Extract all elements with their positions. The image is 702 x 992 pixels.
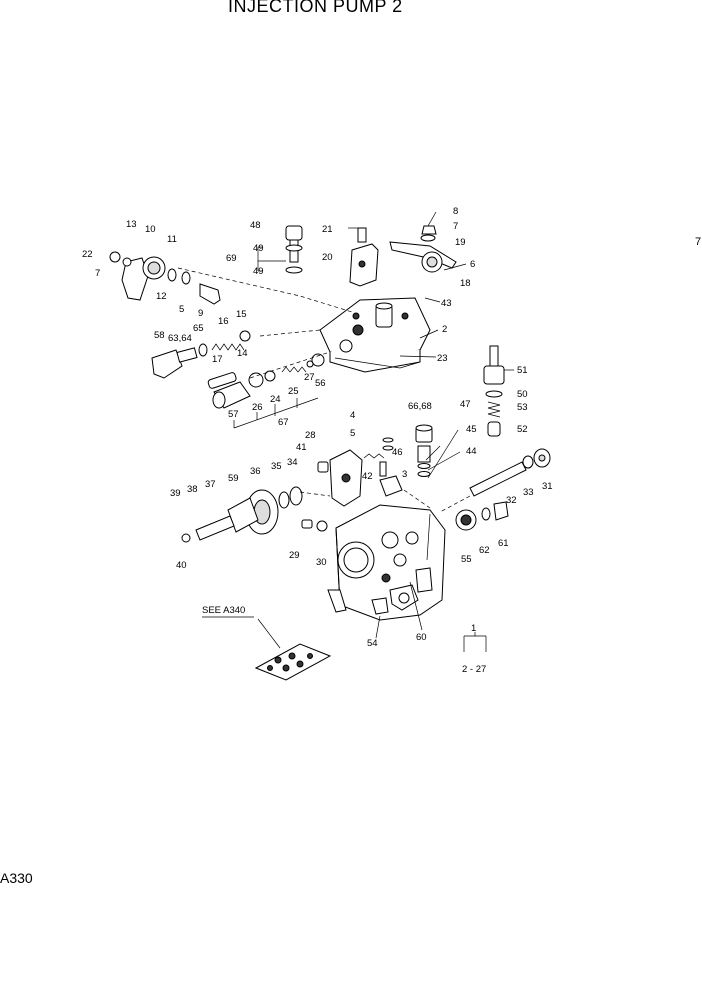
stop-lever-bracket — [349, 227, 379, 287]
callout-41: 41 — [296, 442, 307, 453]
callout-52: 52 — [517, 424, 528, 435]
callout-60: 60 — [416, 632, 427, 643]
governor-lever-group — [109, 251, 221, 305]
control-lever — [389, 225, 457, 273]
callout-38: 38 — [187, 484, 198, 495]
callout-5b: 5 — [350, 428, 355, 439]
delivery-valve-group — [363, 424, 433, 497]
callout-40: 40 — [176, 560, 187, 571]
callout-53: 53 — [517, 402, 528, 413]
callout-67: 67 — [278, 417, 289, 428]
callout-56: 56 — [315, 378, 326, 389]
governor-cover-assembly — [319, 297, 431, 373]
callout-12: 12 — [156, 291, 167, 302]
callout-labels: 8 7 19 6 18 43 2 23 48 49 69 49 21 20 13… — [82, 206, 553, 675]
pump-housing — [327, 504, 446, 621]
callout-7b: 7 — [95, 268, 100, 279]
callout-37: 37 — [205, 479, 216, 490]
callout-55: 55 — [461, 554, 472, 565]
callout-3: 3 — [402, 469, 407, 480]
callout-7: 7 — [453, 221, 458, 232]
callout-32: 32 — [506, 495, 517, 506]
callout-47: 47 — [460, 399, 471, 410]
see-reference: SEE A340 — [202, 605, 245, 616]
callout-51: 51 — [517, 365, 528, 376]
callout-30: 30 — [316, 557, 327, 568]
callout-24: 24 — [270, 394, 281, 405]
callout-36: 36 — [250, 466, 261, 477]
callout-49b: 49 — [253, 266, 264, 277]
page-title: INJECTION PUMP 2 — [228, 0, 403, 16]
callout-65: 65 — [193, 323, 204, 334]
callout-62: 62 — [479, 545, 490, 556]
callout-8: 8 — [453, 206, 458, 217]
callout-43: 43 — [441, 298, 452, 309]
callout-31: 31 — [542, 481, 553, 492]
callout-23: 23 — [437, 353, 448, 364]
drive-shaft — [469, 448, 551, 497]
callout-59: 59 — [228, 473, 239, 484]
callout-28: 28 — [305, 430, 316, 441]
lock-nut-group — [212, 353, 325, 409]
callout-13: 13 — [126, 219, 137, 230]
callout-21: 21 — [322, 224, 333, 235]
callout-39: 39 — [170, 488, 181, 499]
drive-gear-assembly — [181, 486, 328, 543]
callout-18: 18 — [460, 278, 471, 289]
callout-61: 61 — [498, 538, 509, 549]
callout-34: 34 — [287, 457, 298, 468]
page-code: A330 — [0, 870, 33, 886]
callout-11: 11 — [167, 234, 177, 245]
callout-49: 49 — [253, 243, 264, 254]
callout-6: 6 — [470, 259, 475, 270]
callout-5: 5 — [179, 304, 184, 315]
callout-19: 19 — [455, 237, 466, 248]
callout-45: 45 — [466, 424, 477, 435]
callout-14: 14 — [237, 348, 248, 359]
callout-42: 42 — [362, 471, 373, 482]
range-label: 2 - 27 — [462, 664, 486, 675]
callout-58: 58 — [154, 330, 165, 341]
callout-1: 1 — [471, 623, 476, 634]
gasket-kit-inset — [202, 616, 332, 681]
callout-9: 9 — [198, 308, 203, 319]
callout-20: 20 — [322, 252, 333, 263]
callout-46: 46 — [392, 447, 403, 458]
edge-reference-number: 7 — [695, 236, 702, 248]
idle-spring-group — [151, 330, 251, 389]
callout-57: 57 — [228, 409, 239, 420]
callout-50: 50 — [517, 389, 528, 400]
adjusting-bolt — [285, 225, 303, 274]
outlet-fitting — [483, 345, 505, 437]
callout-26: 26 — [252, 402, 263, 413]
callout-15: 15 — [236, 309, 247, 320]
callout-2: 2 — [442, 324, 447, 335]
callout-35: 35 — [271, 461, 282, 472]
callout-29: 29 — [289, 550, 300, 561]
callout-27: 27 — [304, 372, 315, 383]
callout-66-68: 66,68 — [408, 401, 432, 412]
callout-25: 25 — [288, 386, 299, 397]
callout-4: 4 — [350, 410, 355, 421]
callout-48: 48 — [250, 220, 261, 231]
callout-54: 54 — [367, 638, 378, 649]
callout-33: 33 — [523, 487, 534, 498]
callout-69: 69 — [226, 253, 237, 264]
callout-17: 17 — [212, 354, 223, 365]
callout-63-64: 63,64 — [168, 333, 192, 344]
callout-10: 10 — [145, 224, 156, 235]
solenoid-bracket — [317, 449, 363, 507]
callout-22: 22 — [82, 249, 93, 260]
callout-44: 44 — [466, 446, 477, 457]
leader-lines — [233, 211, 514, 652]
callout-16: 16 — [218, 316, 229, 327]
assembly-lines — [177, 267, 471, 513]
oil-seal-group — [455, 501, 509, 531]
